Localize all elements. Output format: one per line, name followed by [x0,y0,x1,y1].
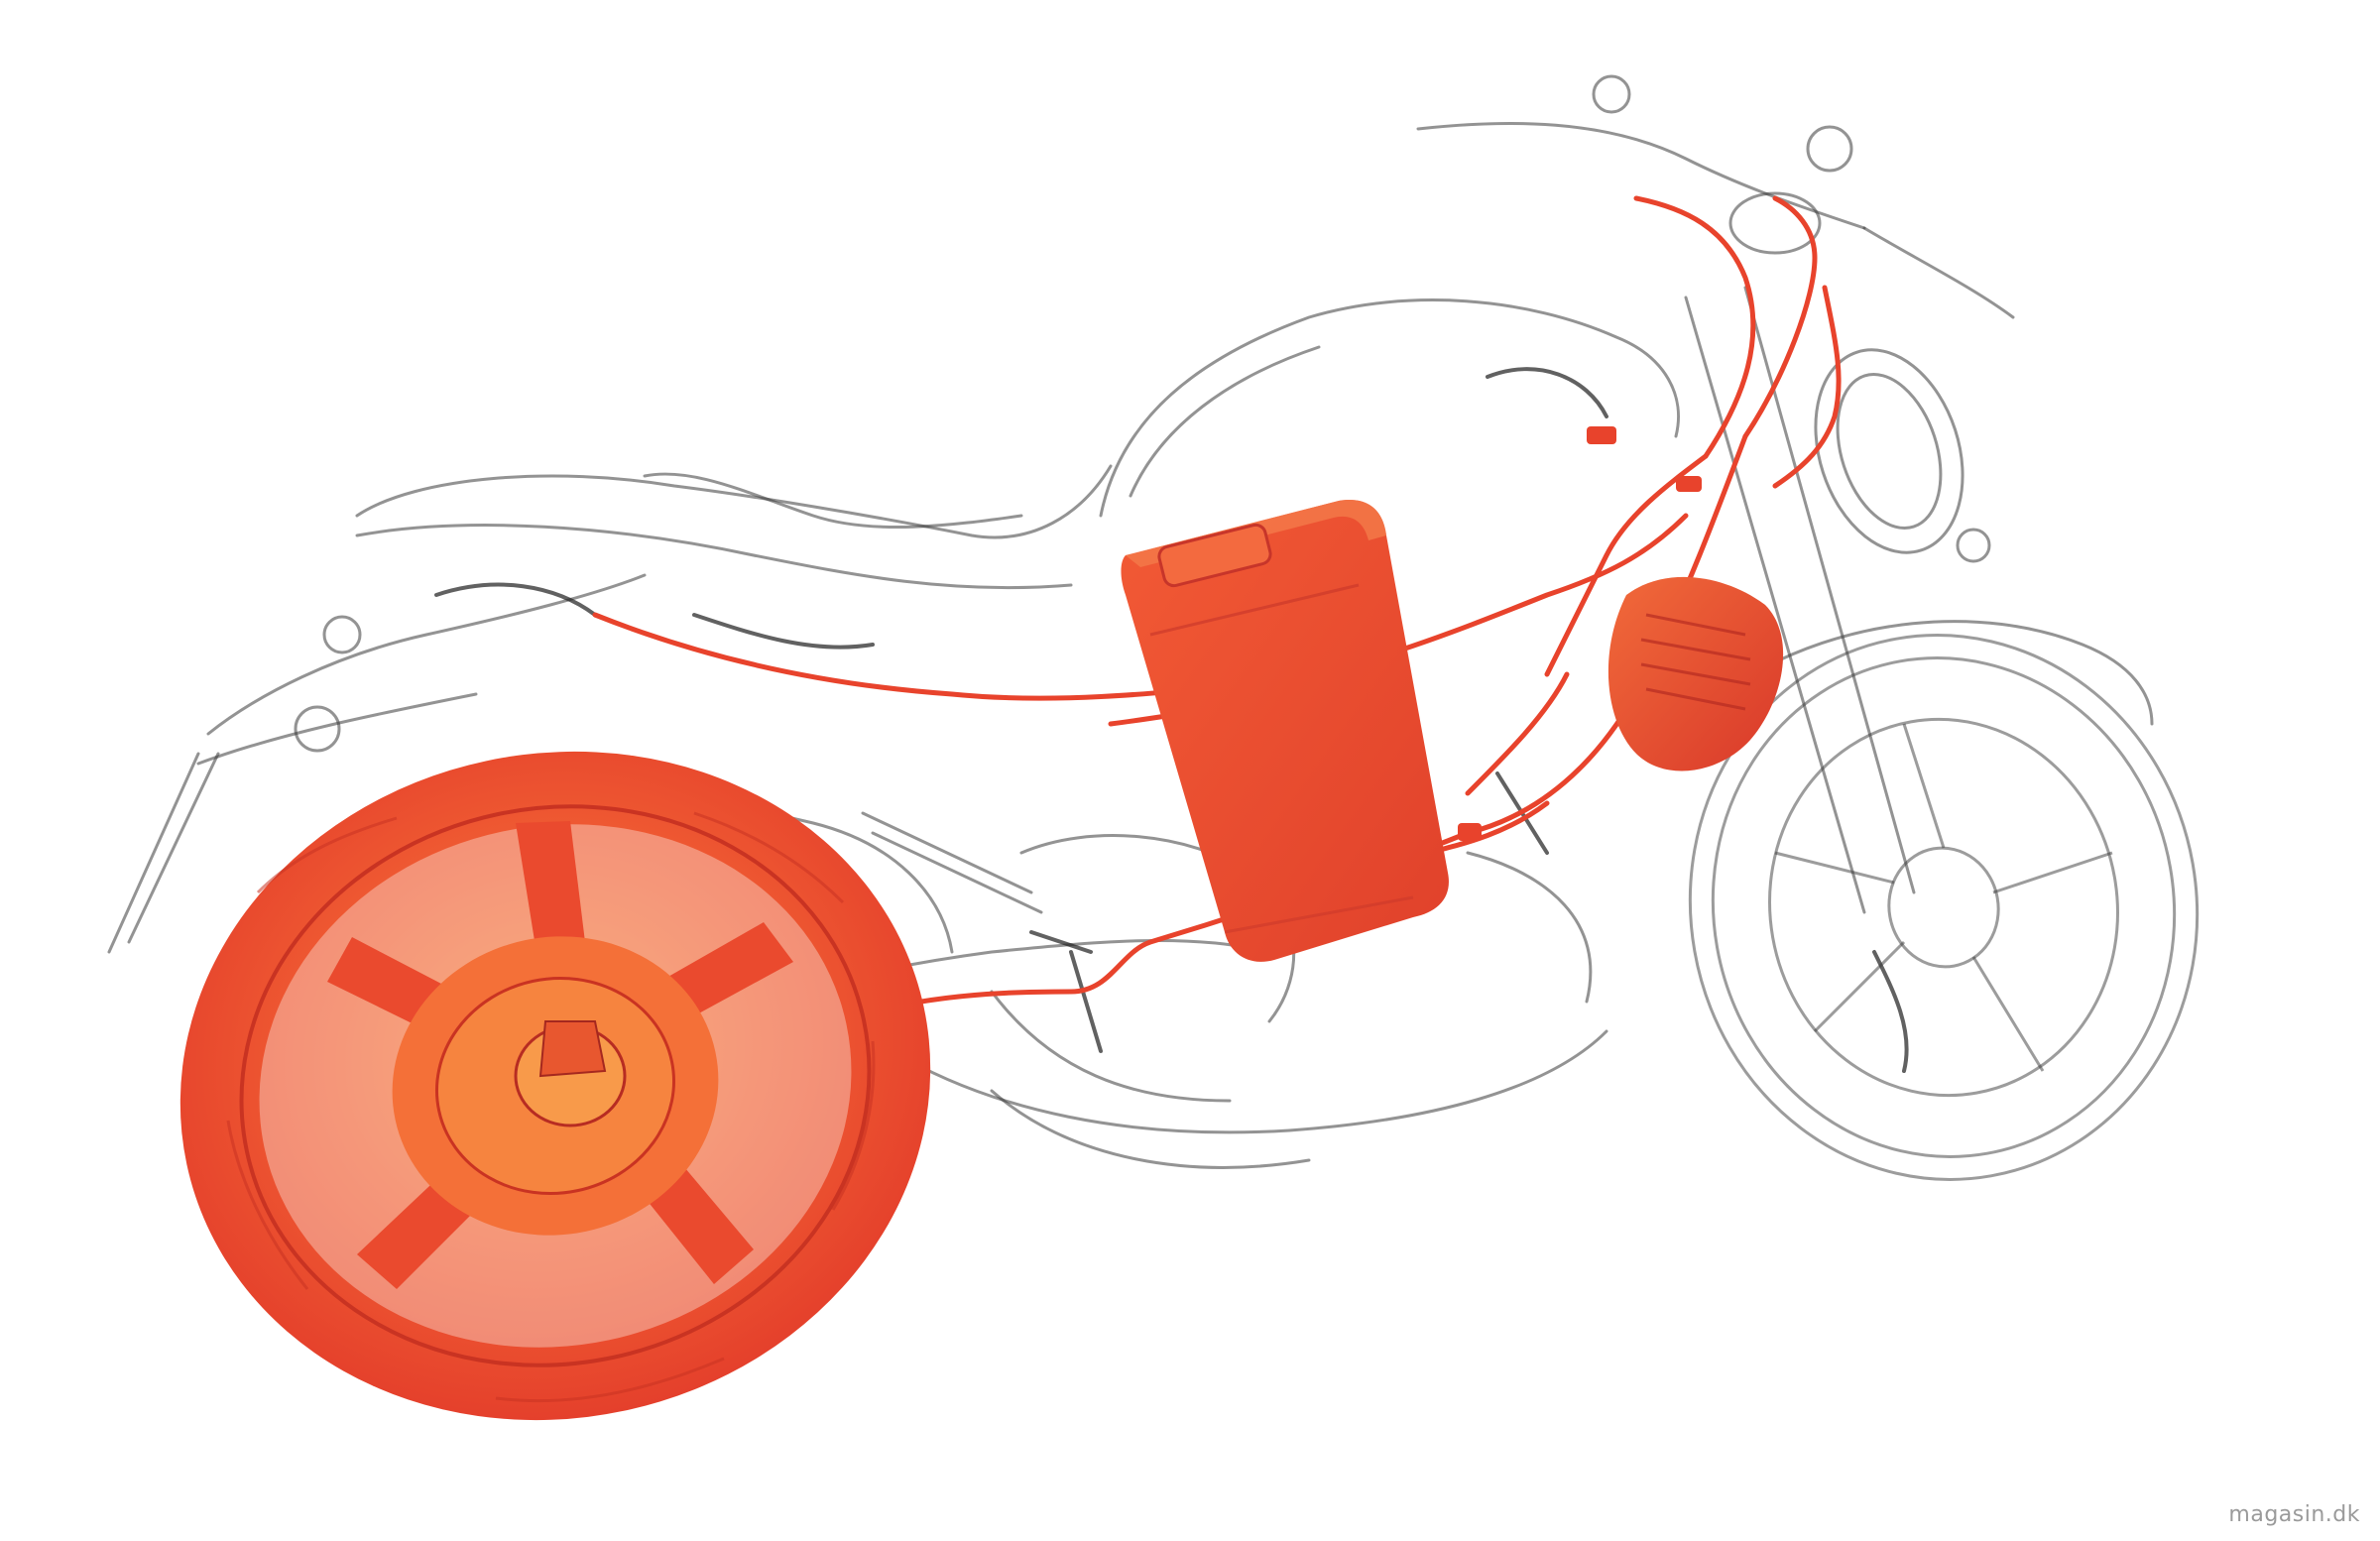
motor-controller [1607,576,1784,771]
watermark-text: magasin.dk [2228,1502,2360,1527]
battery-pack [1121,500,1449,962]
rear-hub-motor-wheel [179,751,931,1421]
front-wheel [1688,634,2200,1181]
ghost-frame [107,74,2154,1169]
